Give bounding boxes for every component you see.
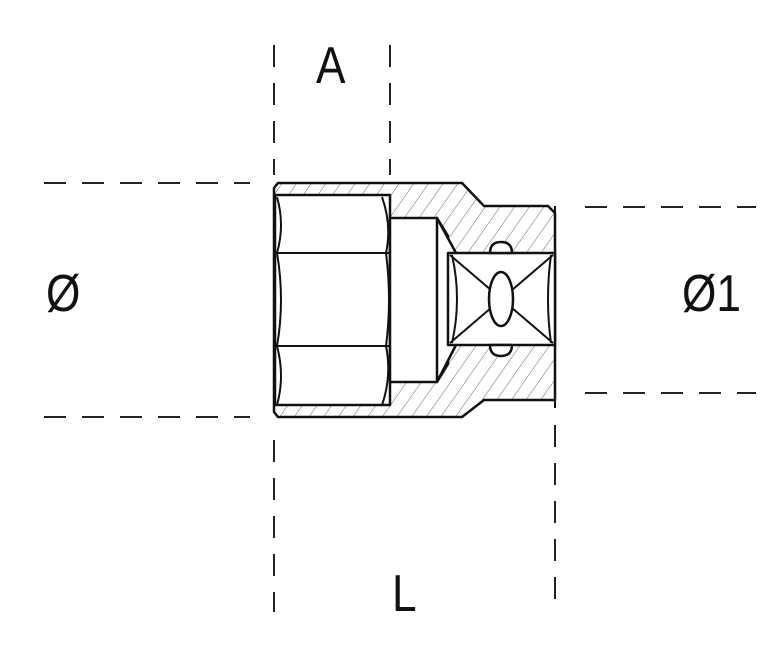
hex-curve-left <box>275 196 282 406</box>
hex-bore <box>273 193 392 407</box>
detent-bottom <box>488 343 514 358</box>
label-diameter-1: Ø1 <box>682 265 741 323</box>
label-diameter: Ø <box>46 265 81 323</box>
dimension-lines <box>44 45 756 612</box>
drive-curve-right <box>547 254 552 344</box>
detent-ball-hole <box>487 270 515 328</box>
label-l: L <box>392 565 417 623</box>
label-a: A <box>316 37 346 95</box>
detent-top <box>488 240 514 255</box>
hex-curve-right <box>381 196 390 406</box>
drive-curve-left <box>451 254 458 344</box>
